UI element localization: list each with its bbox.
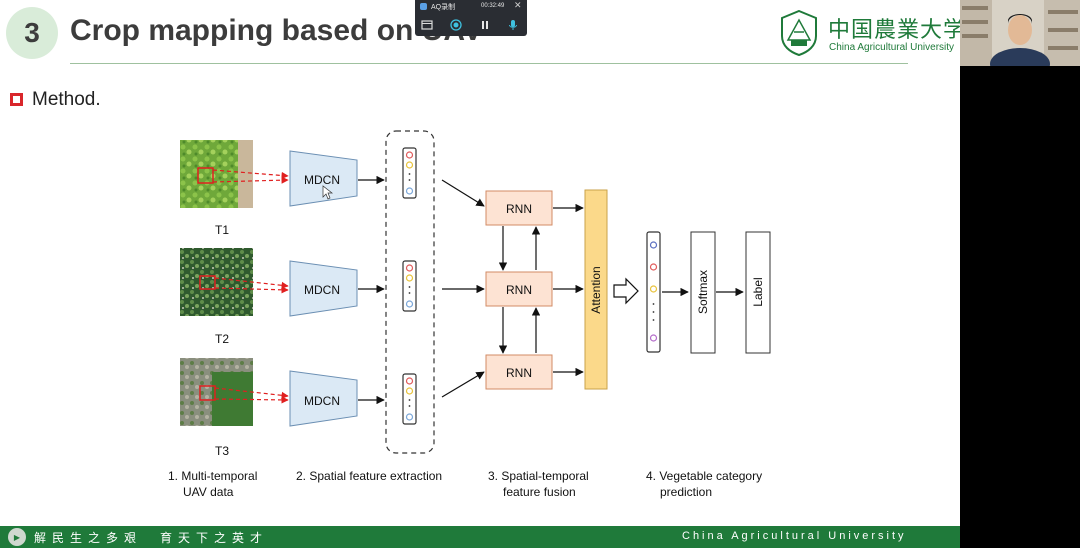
webcam-background-panel bbox=[960, 66, 1080, 548]
recording-timer: 00:32:49 bbox=[481, 3, 505, 9]
spatial-feature-container bbox=[385, 130, 435, 454]
uav-image-t1 bbox=[180, 140, 253, 208]
rnn-cell-1: RNN bbox=[485, 190, 553, 226]
uav-image-t2 bbox=[180, 248, 253, 316]
mouse-cursor-icon bbox=[322, 185, 334, 200]
feature-vector-3 bbox=[402, 373, 417, 425]
university-name-chinese: 中国農業大学 bbox=[828, 18, 960, 43]
fused-feature-vector bbox=[646, 231, 661, 353]
recorder-app-name: AQ录制 bbox=[431, 4, 456, 11]
mdcn-encoder-2: MDCN bbox=[289, 260, 358, 317]
square-bullet-icon bbox=[10, 93, 23, 106]
time-label-t2: T2 bbox=[215, 332, 229, 346]
screen-recorder-toolbar: AQ录制 00:32:49 ✕ bbox=[415, 0, 527, 36]
play-icon[interactable]: ▶ bbox=[8, 528, 26, 546]
presenter-webcam-feed bbox=[960, 0, 1080, 66]
patch-projection-lines bbox=[212, 169, 289, 404]
step-caption-3-line-2: feature fusion bbox=[503, 485, 576, 499]
feature-vector-1 bbox=[402, 147, 417, 199]
mdcn-encoder-1: MDCN bbox=[289, 150, 358, 207]
attention-block: Attention bbox=[584, 189, 608, 390]
step-caption-2: 2. Spatial feature extraction bbox=[296, 469, 442, 483]
method-diagram: T1 T2 T3 MDCN MDCN MDCN bbox=[168, 130, 771, 499]
step-caption-1-line-2: UAV data bbox=[183, 485, 234, 499]
time-label-t1: T1 bbox=[215, 223, 229, 237]
rnn-cell-2: RNN bbox=[485, 271, 553, 307]
feature-vector-2 bbox=[402, 260, 417, 312]
mdcn-label: MDCN bbox=[304, 394, 340, 408]
record-icon[interactable] bbox=[450, 19, 462, 31]
slide-footer: ▶ 解民生之多艰 育天下之英才 China Agricultural Unive… bbox=[0, 526, 960, 548]
softmax-block: Softmax bbox=[690, 231, 716, 354]
section-number: 3 bbox=[24, 17, 40, 48]
title-divider bbox=[70, 63, 908, 64]
hollow-arrow-icon bbox=[613, 277, 639, 305]
close-icon[interactable]: ✕ bbox=[514, 0, 522, 10]
section-number-badge: 3 bbox=[6, 7, 58, 59]
footer-motto-left: 解民生之多艰 bbox=[34, 531, 143, 545]
time-label-t3: T3 bbox=[215, 444, 229, 458]
pause-icon[interactable] bbox=[479, 19, 491, 31]
step-caption-1-line-1: 1. Multi-temporal bbox=[168, 469, 257, 483]
step-caption-3-line-1: 3. Spatial-temporal bbox=[488, 469, 589, 483]
footer-english: China Agricultural University bbox=[682, 530, 907, 542]
step-caption-4-line-2: prediction bbox=[660, 485, 712, 499]
rnn-label: RNN bbox=[506, 366, 532, 380]
bullet-text: Method. bbox=[32, 89, 101, 110]
slide-title: Crop mapping based on UAV bbox=[70, 14, 483, 47]
recorder-app-icon bbox=[420, 3, 427, 10]
footer-motto-right: 育天下之英才 bbox=[160, 531, 269, 545]
mdcn-label: MDCN bbox=[304, 173, 340, 187]
attention-label: Attention bbox=[589, 266, 603, 313]
window-icon[interactable] bbox=[421, 19, 433, 31]
rnn-label: RNN bbox=[506, 283, 532, 297]
university-name-english: China Agricultural University bbox=[829, 42, 955, 53]
output-label: Label bbox=[751, 277, 765, 306]
rnn-recurrent-arrows bbox=[498, 226, 541, 354]
microphone-icon[interactable] bbox=[507, 19, 519, 31]
label-block: Label bbox=[745, 231, 771, 354]
rnn-label: RNN bbox=[506, 202, 532, 216]
uav-image-t3 bbox=[180, 358, 253, 426]
step-caption-4-line-1: 4. Vegetable category bbox=[646, 469, 762, 483]
university-emblem-icon bbox=[781, 10, 817, 56]
presentation-slide: 3 Crop mapping based on UAV 中国農業大学 China… bbox=[0, 7, 960, 548]
mdcn-label: MDCN bbox=[304, 283, 340, 297]
rnn-cell-3: RNN bbox=[485, 354, 553, 390]
softmax-label: Softmax bbox=[696, 270, 710, 314]
mdcn-encoder-3: MDCN bbox=[289, 370, 358, 427]
